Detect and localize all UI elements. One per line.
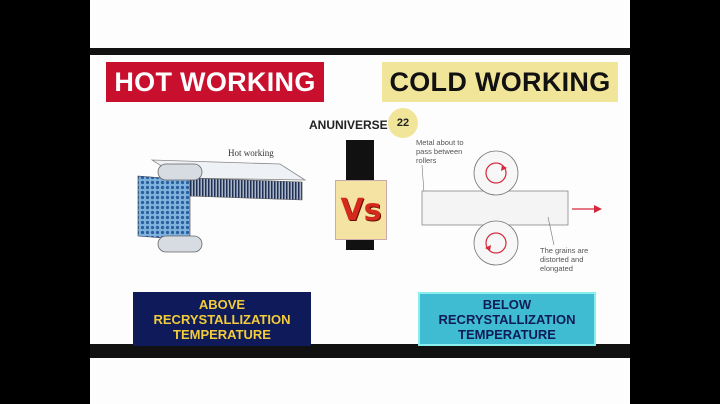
bottom-roller xyxy=(473,220,519,266)
hot-working-diagram: Hot working xyxy=(137,148,307,253)
recrystallized-grains xyxy=(137,175,191,241)
top-roller xyxy=(157,163,203,181)
note-bottom-line-2: distorted and xyxy=(540,255,583,264)
cold-condition-line-3: TEMPERATURE xyxy=(458,326,556,342)
watermark-badge: 22 xyxy=(388,108,418,138)
bottom-roller xyxy=(157,235,203,253)
top-band xyxy=(90,48,630,55)
cold-condition-line-2: RECRYSTALLIZATION xyxy=(438,311,576,327)
top-roller xyxy=(473,150,519,196)
slide-panel: HOT WORKING COLD WORKING ANUNIVERSE 22 V… xyxy=(90,0,630,404)
note-bottom-line-3: elongated xyxy=(540,264,573,273)
watermark-text: ANUNIVERSE xyxy=(309,118,388,132)
hot-diagram-label: Hot working xyxy=(228,148,274,158)
cold-condition-line-1: BELOW xyxy=(482,296,532,312)
hot-condition-line-3: TEMPERATURE xyxy=(173,326,271,342)
note-top-line-3: rollers xyxy=(416,156,437,165)
metal-sheet xyxy=(421,190,569,226)
vs-text: Vs xyxy=(340,192,382,228)
bottom-band xyxy=(90,344,630,358)
cold-working-diagram: Metal about to pass between rollers The … xyxy=(416,138,602,273)
note-top-line-2: pass between xyxy=(416,147,462,156)
cold-condition-label: BELOW RECRYSTALLIZATION TEMPERATURE xyxy=(418,292,596,346)
cold-working-title: COLD WORKING xyxy=(382,62,618,102)
hot-condition-label: ABOVE RECRYSTALLIZATION TEMPERATURE xyxy=(133,292,311,346)
hot-working-title: HOT WORKING xyxy=(106,62,324,102)
hot-condition-line-2: RECRYSTALLIZATION xyxy=(153,311,291,327)
note-bottom-line-1: The grains are xyxy=(540,246,588,255)
elongated-grains xyxy=(187,177,303,201)
note-top-line-1: Metal about to xyxy=(416,138,464,147)
hot-condition-line-1: ABOVE xyxy=(198,296,246,312)
vs-box: Vs xyxy=(335,180,387,240)
